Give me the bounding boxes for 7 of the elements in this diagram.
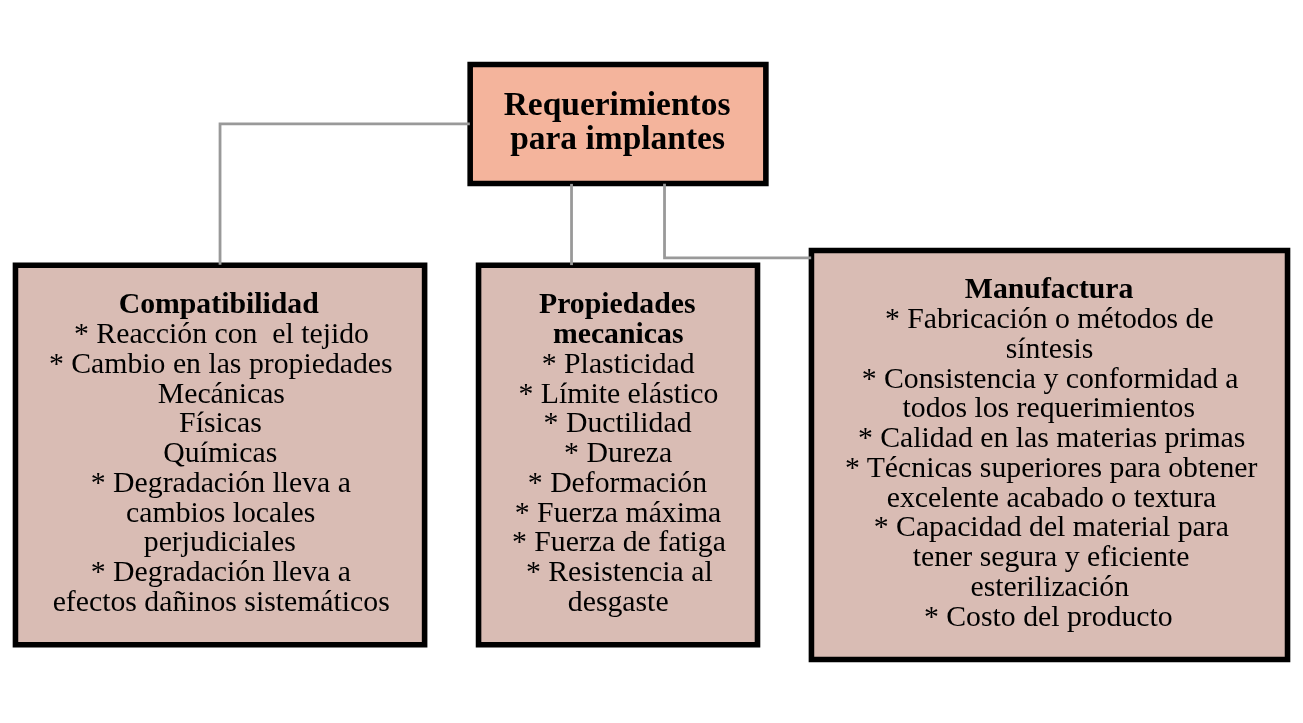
connector [218,122,470,265]
connector [663,183,812,259]
node-box: Requerimientos para implantes [467,61,769,186]
node-box: Manufactura * Fabricación o métodos de síntesis * Consistencia y conformidad a todos los requerimientos * Calidad en las materias primas * Técnicas superiores para obtener excelente acabado o textura * Capacidad del material para tener segura y eficiente esterilización * Costo del producto [808,247,1291,662]
node-box: Propiedades mecanicas * Plasticidad * Límite elástico * Ductilidad * Dureza * Deformación * Fuerza máxima * Fuerza de fatiga * Resistencia al desgaste [475,262,761,647]
connector [570,183,573,265]
node-box: Compatibilidad * Reacción con el tejido * Cambio en las propiedades Mecánicas Físicas Químicas * Degradación lleva a cambios locales perjudiciales * Degradación lleva a efectos dañinos sistemáticos [12,262,428,647]
